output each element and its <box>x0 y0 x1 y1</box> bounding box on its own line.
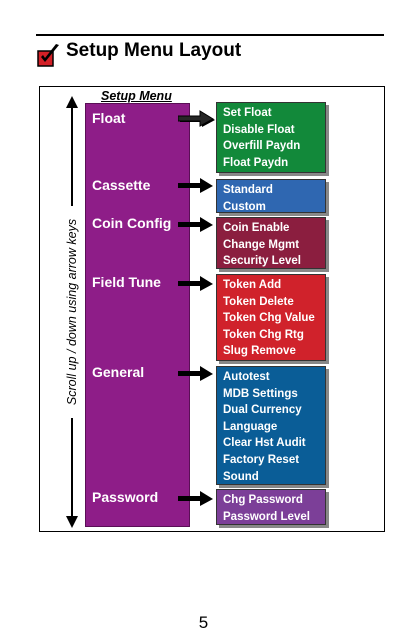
arrow-general-icon <box>178 366 213 381</box>
arrow-cassette-icon <box>178 178 213 193</box>
field-tune-submenu: Token Add Token Delete Token Chg Value T… <box>216 274 326 361</box>
arrow-field-tune-icon <box>178 276 213 291</box>
submenu-item: Set Float <box>223 107 272 119</box>
page-number: 5 <box>198 613 209 632</box>
menu-item-coin-config: Coin Config <box>92 215 172 231</box>
submenu-item: Token Add <box>223 279 282 291</box>
diagram-frame <box>39 86 385 532</box>
submenu-item: Token Delete <box>223 295 294 308</box>
submenu-item: Sound <box>223 470 259 483</box>
top-rule <box>36 34 384 36</box>
submenu-item: Language <box>223 420 278 433</box>
scroll-instruction: Scroll up / down using arrow keys <box>65 218 79 406</box>
setup-menu-bar <box>85 103 190 527</box>
page-title: Setup Menu Layout <box>66 40 242 61</box>
submenu-item: Custom <box>223 200 266 213</box>
submenu-item: Chg Password <box>223 494 303 506</box>
submenu-item: Dual Currency <box>223 404 302 417</box>
scroll-up-down-arrows-icon <box>66 96 78 528</box>
menu-item-field-tune: Field Tune <box>92 274 161 290</box>
password-submenu: Chg Password Password Level <box>216 489 326 525</box>
submenu-item: Token Chg Rtg <box>223 328 304 341</box>
cassette-submenu: Standard Custom <box>216 179 326 213</box>
menu-item-cassette: Cassette <box>92 177 151 193</box>
submenu-item: Change Mgmt <box>223 238 300 251</box>
submenu-item: Float Paydn <box>223 156 289 169</box>
submenu-item: Password Level <box>223 510 310 523</box>
menu-item-password: Password <box>92 489 159 505</box>
submenu-item: Autotest <box>223 371 270 383</box>
arrow-password-icon <box>178 491 213 506</box>
submenu-item: Clear Hst Audit <box>223 437 306 450</box>
setup-menu-label: Setup Menu <box>101 89 172 103</box>
submenu-item: Overfill Paydn <box>223 140 301 153</box>
submenu-item: Standard <box>223 184 273 196</box>
submenu-item: Coin Enable <box>223 222 290 234</box>
menu-item-float: Float <box>92 110 126 126</box>
general-submenu: Autotest MDB Settings Dual Currency Lang… <box>216 366 326 485</box>
arrow-coin-config-icon <box>178 217 213 232</box>
float-submenu: Set Float Disable Float Overfill Paydn F… <box>216 102 326 173</box>
submenu-item: Disable Float <box>223 123 295 136</box>
submenu-item: Token Chg Value <box>223 312 315 325</box>
menu-item-general: General <box>92 364 145 380</box>
checkbox-check-icon <box>37 44 59 67</box>
submenu-item: Security Level <box>223 255 301 268</box>
submenu-item: Slug Remove <box>223 345 296 358</box>
coin-config-submenu: Coin Enable Change Mgmt Security Level <box>216 217 326 269</box>
submenu-item: Factory Reset <box>223 453 300 466</box>
arrow-float-icon <box>178 110 215 127</box>
submenu-item: MDB Settings <box>223 387 298 400</box>
